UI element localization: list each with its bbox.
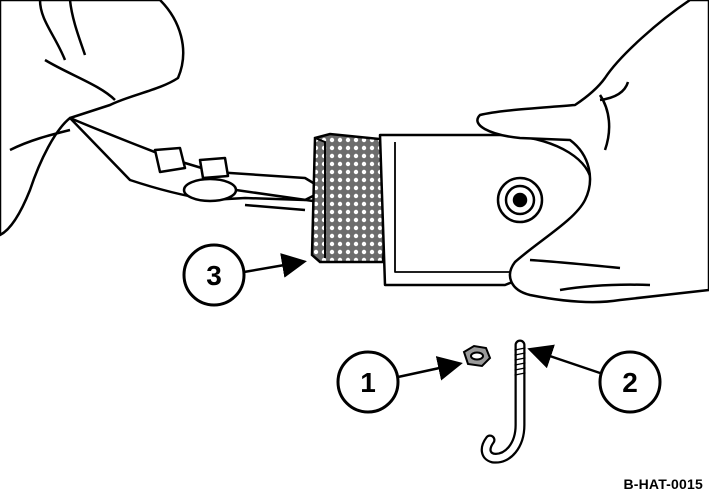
callout-2-number: 2: [622, 367, 638, 398]
figure-code: B-HAT-0015: [623, 476, 703, 492]
right-hand: [476, 0, 709, 304]
callout-1: 1: [336, 350, 463, 414]
callout-2: 2: [527, 344, 662, 414]
mesh-screen: [310, 132, 392, 264]
callout-3: 3: [182, 243, 307, 307]
callout-1-number: 1: [360, 367, 376, 398]
callout-3-number: 3: [206, 260, 222, 291]
j-bolt: [480, 339, 526, 464]
hex-nut: [462, 344, 492, 368]
pliers: [68, 116, 331, 212]
left-hand: [0, 0, 185, 237]
